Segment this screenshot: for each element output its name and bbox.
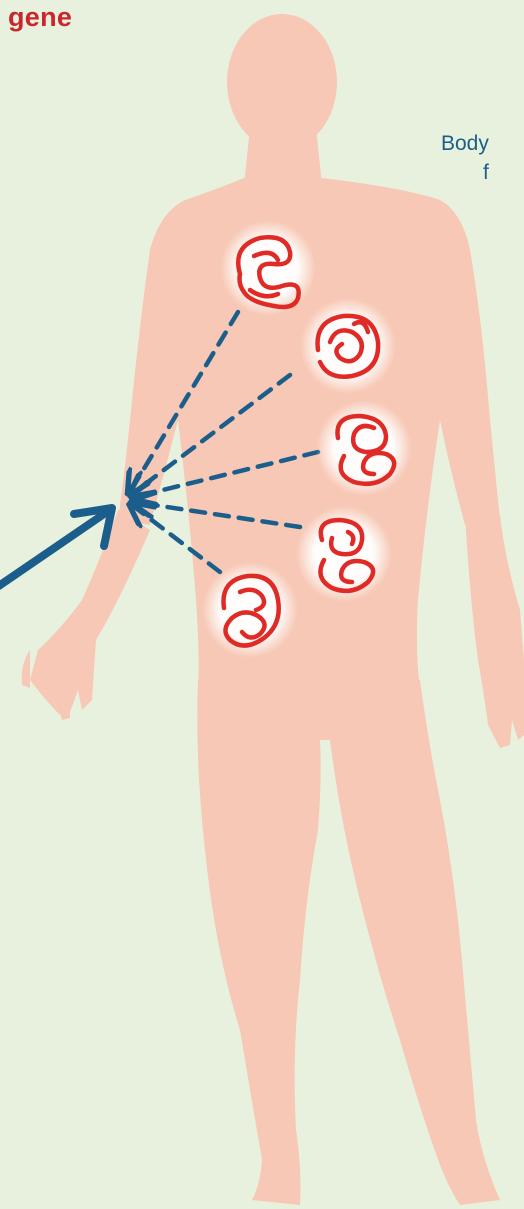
- gene-label: gene: [8, 2, 72, 33]
- protein-3: [316, 400, 412, 496]
- body-label-line-2: f: [441, 158, 489, 187]
- protein-5: [202, 562, 298, 658]
- body-label-line-1: Body: [441, 129, 489, 158]
- protein-2: [300, 298, 396, 394]
- protein-1: [220, 220, 316, 316]
- protein-4: [296, 506, 392, 602]
